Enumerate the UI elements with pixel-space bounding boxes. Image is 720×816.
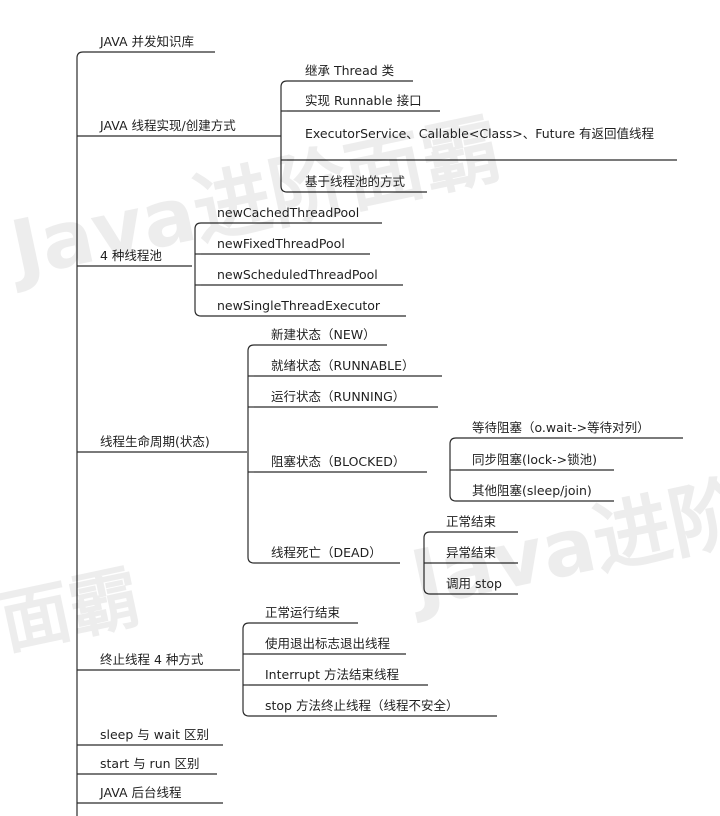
terminate-elbow [242,622,250,630]
mindmap-node-state-new: 新建状态（NEW） [271,327,376,342]
mindmap-node-daemon-thread: JAVA 后台线程 [100,785,182,800]
dead-elbow [423,531,431,539]
mindmap-node-four-thread-pools: 4 种线程池 [100,248,162,263]
mindmap-node-java-concurrency-kb: JAVA 并发知识库 [100,34,194,49]
mindmap-node-normal-run-end: 正常运行结束 [265,605,341,620]
lifecycle-elbow [247,344,255,352]
creation-elbow [280,80,288,88]
mindmap-node-thread-creation: JAVA 线程实现/创建方式 [100,118,236,133]
mindmap-node-state-running: 运行状态（RUNNING） [271,389,406,404]
mindmap-node-interrupt: Interrupt 方法结束线程 [265,667,399,682]
mindmap-node-implement-runnable: 实现 Runnable 接口 [305,93,422,108]
mindmap-node-wait-blocked: 等待阻塞（o.wait->等待对列） [472,420,650,435]
mindmap-node-exception-end: 异常结束 [446,545,497,560]
mindmap-node-scheduled-thread-pool: newScheduledThreadPool [217,267,378,282]
mindmap-node-cached-thread-pool: newCachedThreadPool [217,205,360,220]
mindmap-node-exit-flag: 使用退出标志退出线程 [265,636,391,651]
mindmap-node-state-dead: 线程死亡（DEAD） [271,545,382,560]
mindmap-node-executor-callable-future: ExecutorService、Callable<Class>、Future 有… [305,126,654,141]
root-elbow [76,51,84,59]
mindmap-node-state-blocked: 阻塞状态（BLOCKED） [271,454,406,469]
pools-elbow [194,309,202,317]
mindmap-node-stop-unsafe: stop 方法终止线程（线程不安全） [265,698,459,713]
mindmap-node-extend-thread: 继承 Thread 类 [305,63,395,78]
mindmap-node-fixed-thread-pool: newFixedThreadPool [217,236,345,251]
mindmap-node-sleep-vs-wait: sleep 与 wait 区别 [100,727,209,742]
blocked-elbow [449,494,457,502]
mindmap-node-terminate-thread: 终止线程 4 种方式 [100,652,204,667]
dead-elbow [423,587,431,595]
mindmap-node-sync-blocked: 同步阻塞(lock->锁池) [472,452,597,467]
mindmap-node-thread-pool-based: 基于线程池的方式 [305,174,406,189]
terminate-elbow [242,709,250,717]
blocked-elbow [449,437,457,445]
mindmap-node-thread-lifecycle: 线程生命周期(状态) [100,434,210,449]
mindmap-node-single-thread-executor: newSingleThreadExecutor [217,298,381,313]
mindmap-node-other-blocked: 其他阻塞(sleep/join) [472,483,592,498]
mindmap-node-call-stop: 调用 stop [446,576,502,591]
mindmap-node-start-vs-run: start 与 run 区别 [100,756,200,771]
lifecycle-elbow [247,556,255,564]
pools-elbow [194,222,202,230]
mindmap-node-state-runnable: 就绪状态（RUNNABLE） [271,358,415,373]
creation-elbow [280,185,288,193]
mindmap-node-normal-end: 正常结束 [446,514,497,529]
